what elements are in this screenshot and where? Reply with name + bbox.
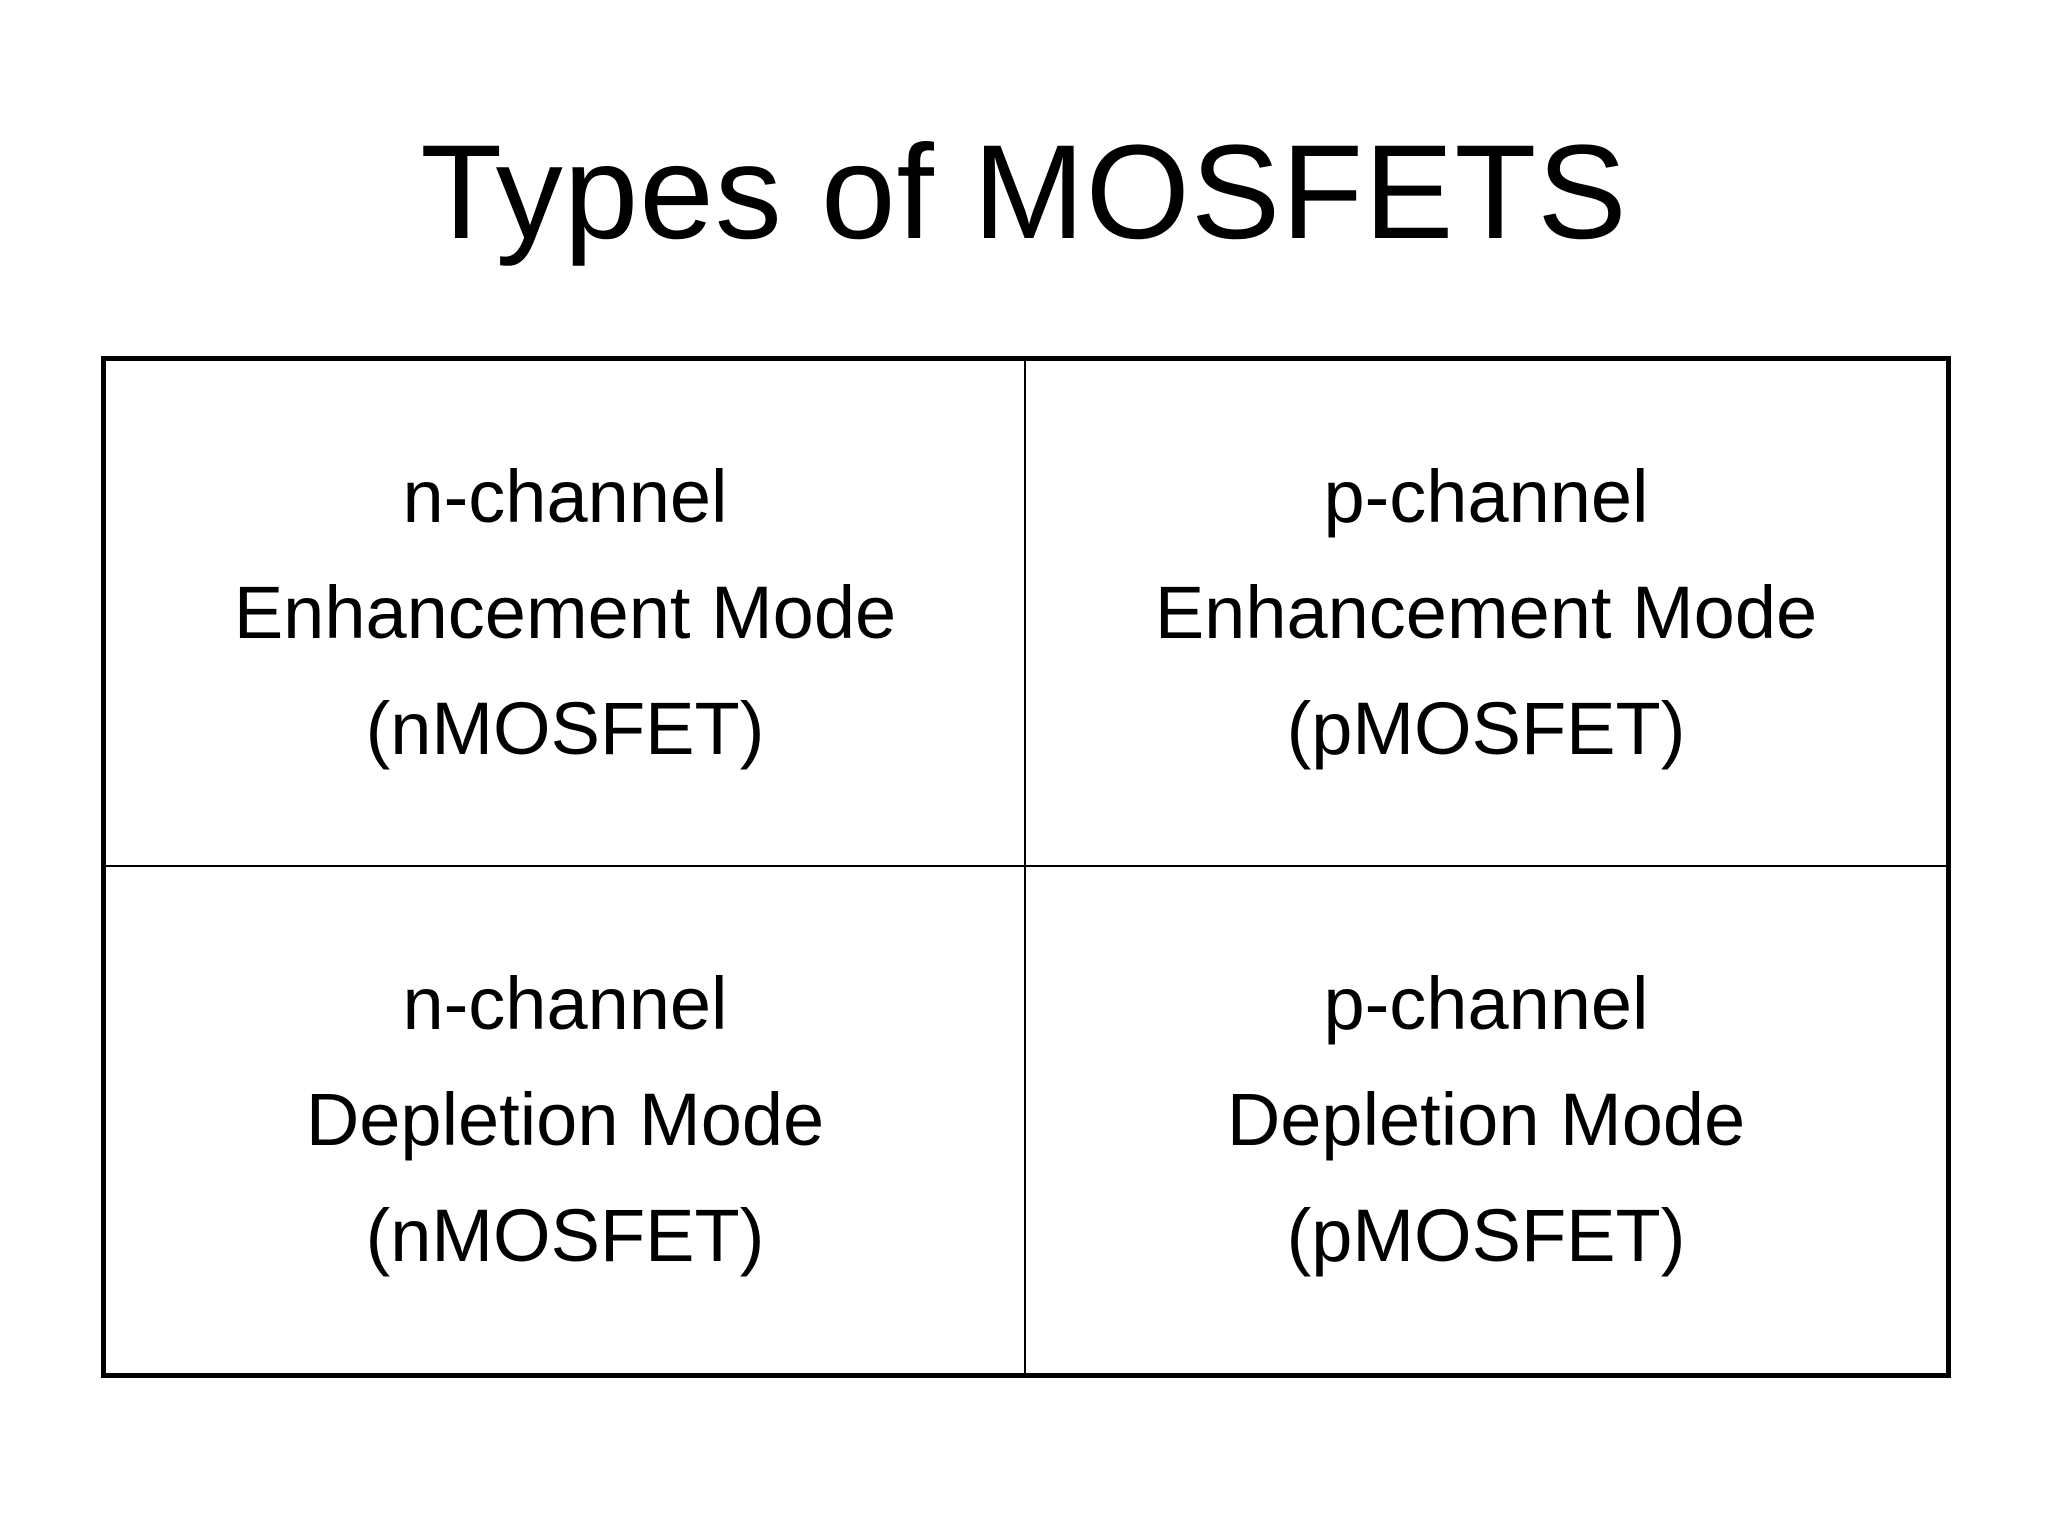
cell-mode-label: Enhancement Mode — [233, 571, 897, 654]
cell-channel-label: p-channel — [1323, 962, 1649, 1045]
cell-channel-label: n-channel — [402, 962, 728, 1045]
cell-mode-label: Depletion Mode — [1226, 1078, 1746, 1161]
slide-title: Types of MOSFETS — [420, 118, 1628, 267]
cell-mode-label: Depletion Mode — [305, 1078, 825, 1161]
cell-type-label: (nMOSFET) — [365, 687, 765, 770]
cell-channel-label: p-channel — [1323, 455, 1649, 538]
cell-n-channel-enhancement: n-channel Enhancement Mode (nMOSFET) — [106, 361, 1026, 867]
cell-p-channel-depletion: p-channel Depletion Mode (pMOSFET) — [1026, 867, 1946, 1373]
cell-type-label: (nMOSFET) — [365, 1194, 765, 1277]
cell-p-channel-enhancement: p-channel Enhancement Mode (pMOSFET) — [1026, 361, 1946, 867]
cell-type-label: (pMOSFET) — [1286, 1194, 1686, 1277]
cell-n-channel-depletion: n-channel Depletion Mode (nMOSFET) — [106, 867, 1026, 1373]
cell-type-label: (pMOSFET) — [1286, 687, 1686, 770]
cell-channel-label: n-channel — [402, 455, 728, 538]
mosfet-types-table: n-channel Enhancement Mode (nMOSFET) p-c… — [101, 356, 1951, 1378]
cell-mode-label: Enhancement Mode — [1154, 571, 1818, 654]
